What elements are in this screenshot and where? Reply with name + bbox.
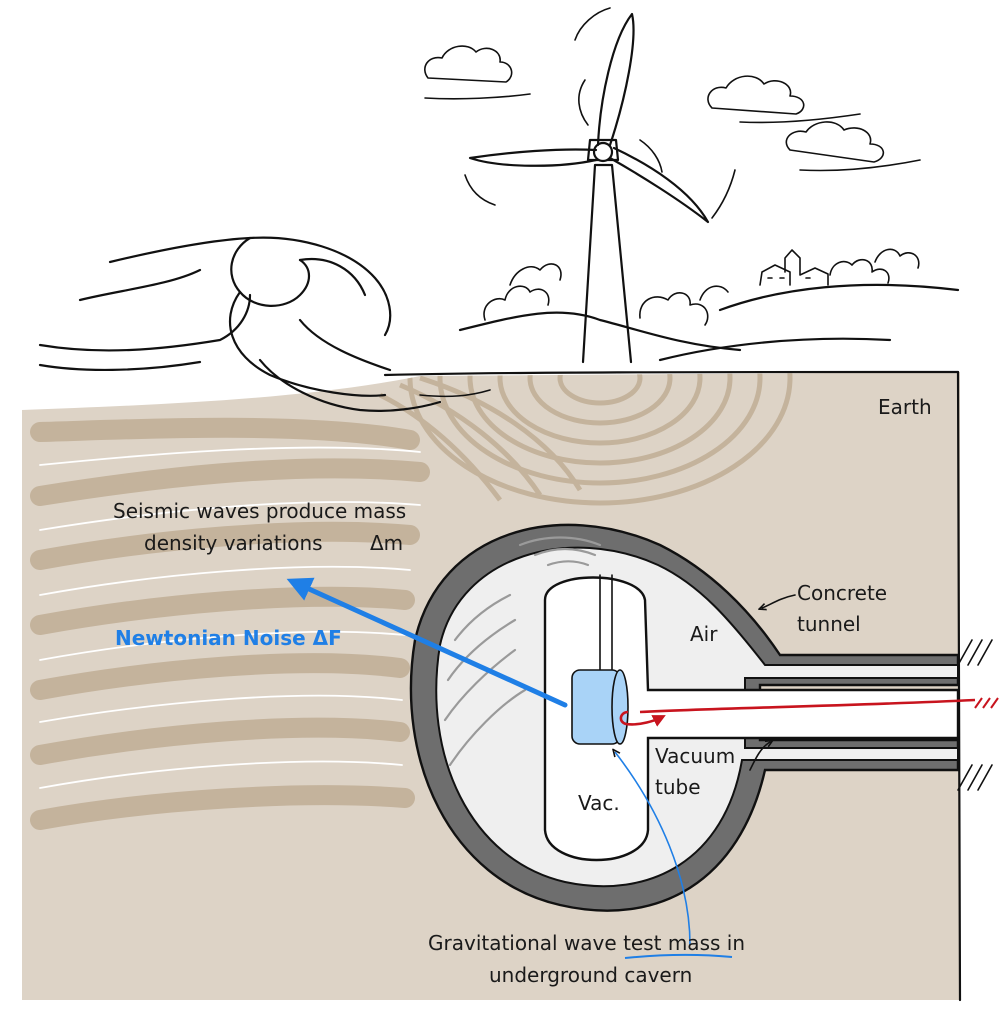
wind-turbine-icon — [464, 7, 736, 364]
concrete-label-line2: tunnel — [797, 612, 861, 636]
vacuum-label-line2: tube — [655, 775, 701, 799]
vacuum-tube — [543, 574, 960, 862]
seismic-label-line1: Seismic waves produce mass — [113, 499, 406, 523]
seismic-waves — [30, 372, 793, 830]
gw-label-post: in — [720, 931, 745, 955]
gw-label-test-mass: test mass — [623, 931, 720, 955]
concrete-pointer — [762, 594, 796, 608]
gw-label-pre: Gravitational wave — [428, 931, 623, 955]
air-label: Air — [690, 622, 718, 646]
newtonian-noise-arrow — [286, 577, 568, 708]
newtonian-noise-label: Newtonian Noise ΔF — [115, 626, 342, 650]
earth-label: Earth — [878, 395, 932, 419]
seismic-label-line2: density variations — [144, 531, 323, 555]
cloud-icon — [424, 45, 921, 172]
delta-m-label: Δm — [370, 531, 403, 555]
vac-label: Vac. — [578, 791, 620, 815]
test-mass-underline — [624, 953, 733, 959]
vacuum-label-line1: Vacuum — [655, 744, 735, 768]
concrete-label-line1: Concrete — [797, 581, 887, 605]
landscape — [383, 248, 960, 377]
test-mass — [571, 669, 629, 745]
gw-label-line1: Gravitational wave test mass in — [428, 931, 745, 955]
test-mass-pointer — [615, 752, 691, 946]
ocean-wave-icon — [38, 236, 491, 412]
tunnel-cut-marks — [957, 639, 993, 791]
gw-label-line2: underground cavern — [489, 963, 692, 987]
vacuum-pointer — [749, 742, 770, 771]
farmhouse-icon — [759, 249, 829, 286]
laser-beam — [619, 697, 999, 727]
